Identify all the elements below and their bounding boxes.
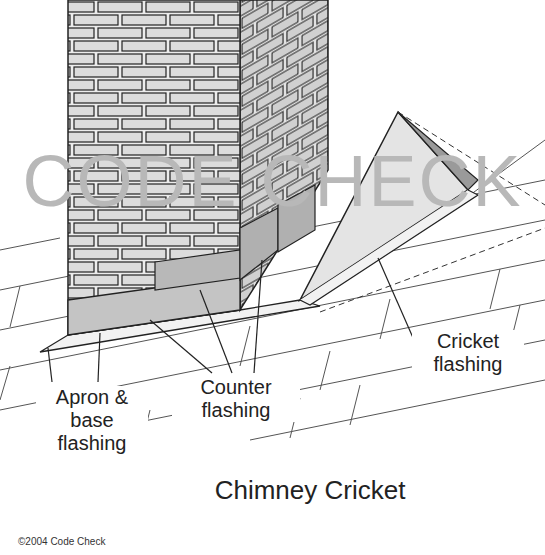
part-label: Apron & base flashing <box>36 386 148 455</box>
leader-lines <box>48 258 414 382</box>
part-label: Cricket flashing <box>412 330 524 376</box>
dashed-outline <box>320 228 545 312</box>
watermark: CODE CHECK <box>0 140 545 223</box>
counter-flashing <box>155 250 240 290</box>
part-label: Counter flashing <box>172 376 300 422</box>
diagram-title: Chimney Cricket <box>150 476 470 506</box>
copyright-caption: ©2004 Code Check <box>18 536 105 548</box>
